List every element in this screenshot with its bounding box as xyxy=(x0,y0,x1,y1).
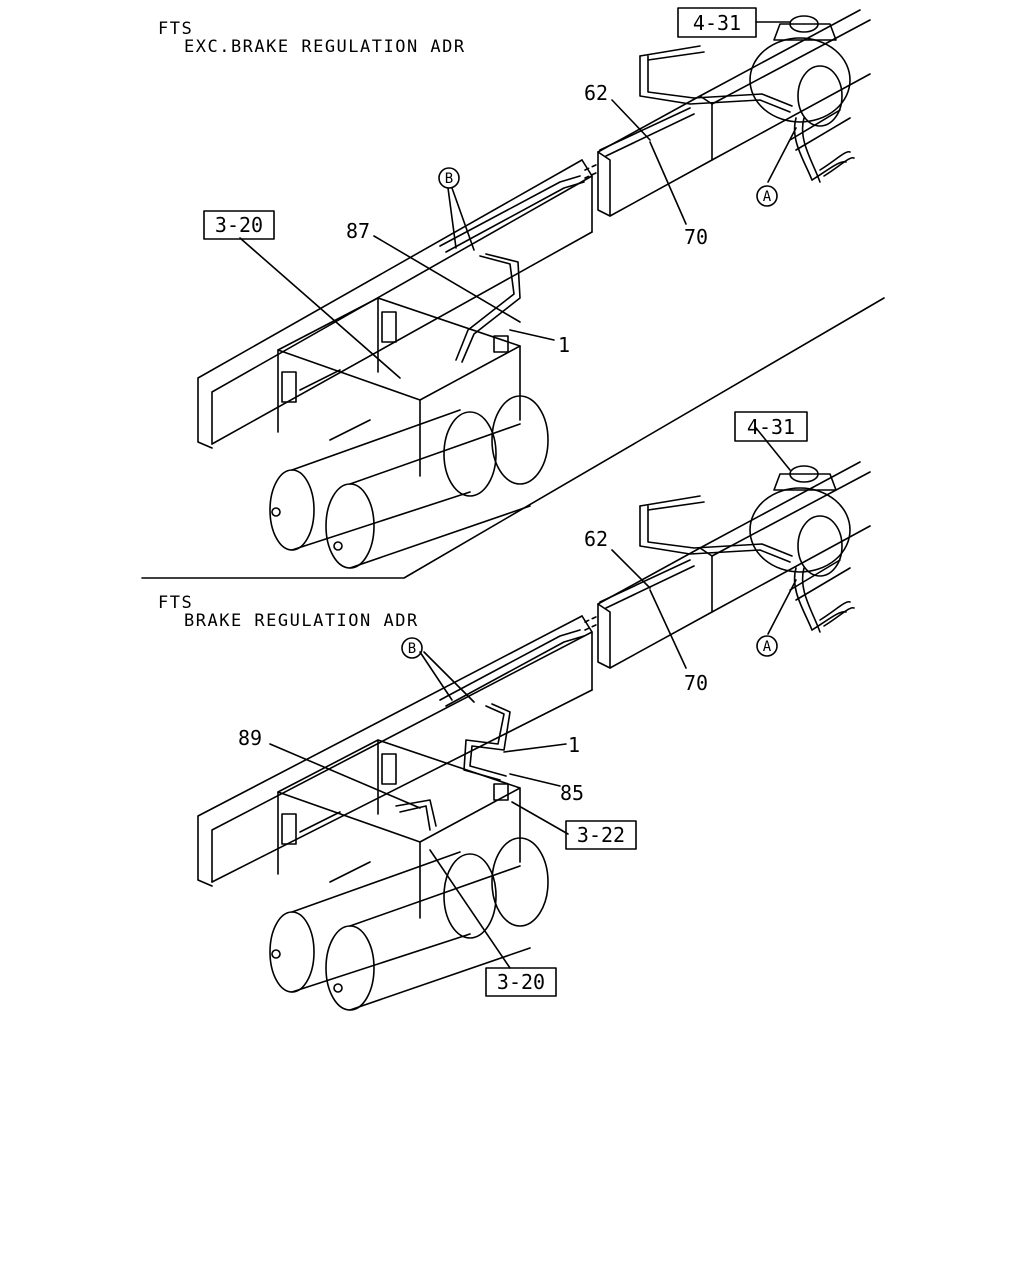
circle-ref-b-bottom: B xyxy=(401,637,423,659)
callout-62-top: 62 xyxy=(584,81,608,105)
frame-rail xyxy=(197,9,871,449)
callout-70-top: 70 xyxy=(684,225,708,249)
svg-text:A: A xyxy=(763,189,772,205)
brake-lines-bottom xyxy=(395,495,793,831)
callout-85-bottom: 85 xyxy=(560,781,584,805)
circle-ref-b-top: B xyxy=(438,167,460,189)
boxed-ref-3-20-top[interactable]: 3-20 xyxy=(203,210,275,240)
coiled-hoses-bottom xyxy=(793,567,855,633)
svg-text:B: B xyxy=(445,171,453,187)
boxed-ref-3-20-bottom[interactable]: 3-20 xyxy=(485,967,557,997)
callout-89-bottom: 89 xyxy=(238,726,262,750)
section-bottom-header-line1: FTS xyxy=(158,593,193,613)
circle-ref-a-bottom: A xyxy=(756,635,778,657)
svg-text:3-22: 3-22 xyxy=(577,823,625,847)
section-top-header-line2: EXC.BRAKE REGULATION ADR xyxy=(184,37,466,57)
leader-lines-bottom xyxy=(269,427,797,969)
svg-text:3-20: 3-20 xyxy=(215,213,263,237)
callout-1-top: 1 xyxy=(558,333,570,357)
callout-87-top: 87 xyxy=(346,219,370,243)
svg-text:4-31: 4-31 xyxy=(747,415,795,439)
svg-text:3-20: 3-20 xyxy=(497,970,545,994)
boxed-ref-4-31-bottom[interactable]: 4-31 xyxy=(734,411,808,442)
section-top-header-line1: FTS xyxy=(158,19,193,39)
leader-lines xyxy=(239,21,797,379)
callout-62-bottom: 62 xyxy=(584,527,608,551)
crossmember-and-tanks xyxy=(269,297,549,569)
callout-1-bottom: 1 xyxy=(568,733,580,757)
section-top: FTS EXC.BRAKE REGULATION ADR xyxy=(158,7,871,569)
section-bottom-header-line2: BRAKE REGULATION ADR xyxy=(184,611,419,631)
brake-chamber xyxy=(749,15,851,151)
svg-text:B: B xyxy=(408,641,416,657)
section-divider xyxy=(141,297,885,579)
svg-text:4-31: 4-31 xyxy=(693,11,741,35)
section-bottom: FTS BRAKE REGULATION ADR xyxy=(158,411,871,1011)
brake-lines xyxy=(439,45,793,363)
frame-rail-bottom xyxy=(197,461,871,887)
callout-70-bottom: 70 xyxy=(684,671,708,695)
circle-ref-a-top: A xyxy=(756,185,778,207)
svg-text:A: A xyxy=(763,639,772,655)
crossmember-and-tanks-bottom xyxy=(269,739,549,1011)
coiled-hoses xyxy=(793,117,855,183)
brake-chamber-bottom xyxy=(749,465,851,601)
boxed-ref-4-31-top[interactable]: 4-31 xyxy=(677,7,757,38)
boxed-ref-3-22-bottom[interactable]: 3-22 xyxy=(565,820,637,850)
